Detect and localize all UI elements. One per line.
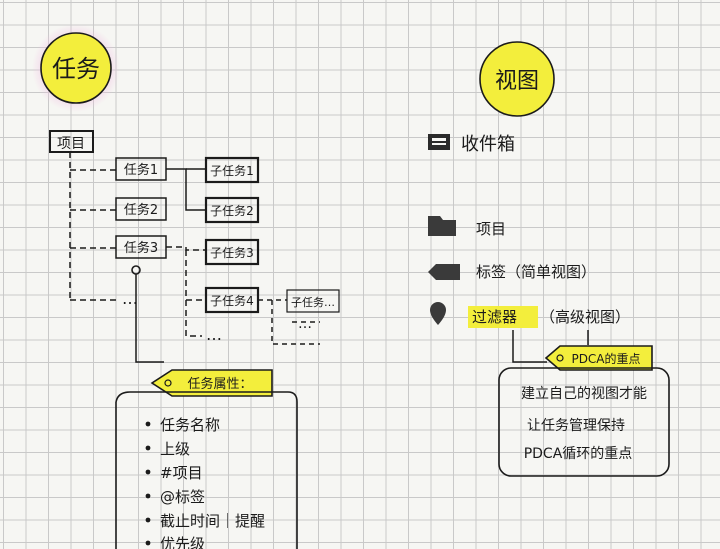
subtask-node-3: [204, 238, 260, 266]
subtask-node-2: [204, 196, 260, 224]
root-node-box: [49, 130, 94, 153]
view-project-label: 项目: [476, 220, 506, 238]
bullet: [145, 540, 151, 546]
bullet: [145, 469, 151, 475]
view-title-badge: [479, 41, 555, 117]
attribute-card-border: [115, 391, 298, 549]
view-filter-label: 过滤器: [472, 308, 517, 326]
pdca-note-line-2: 让任务管理保持: [527, 418, 625, 434]
task-node-2-label: 任务2: [124, 202, 158, 218]
task-section-title: 任务: [52, 55, 100, 83]
subtask-node-2-label: 子任务2: [210, 203, 254, 218]
bullet: [145, 421, 151, 427]
subsub-node: [286, 289, 340, 313]
pdca-tag-hole: [556, 354, 564, 362]
bullet: [145, 517, 151, 523]
pdca-note-line-1: 建立自己的视图才能: [521, 386, 647, 402]
task-node-3-label: 任务3: [124, 240, 158, 256]
attribute-item-5: 截止时间｜提醒: [160, 512, 265, 530]
subsub-more-dots-1: …: [298, 316, 312, 332]
pdca-tag-label: PDCA的重点: [571, 351, 640, 366]
title-badge: [40, 32, 112, 104]
task-section: 任务 项目 … 任务1 任务2 任务3 … 子任务1: [32, 24, 340, 549]
pdca-connector: [512, 330, 547, 363]
root-more-dots: …: [122, 289, 138, 308]
folder-icon: [428, 216, 456, 236]
attribute-item-1: 任务名称: [160, 416, 220, 434]
view-section: 视图 收件箱 项目 标签（简单视图） 过滤器 （高级视图） PDCA的重点 建立…: [428, 41, 670, 477]
attribute-pin: [131, 265, 141, 275]
attribute-item-2: 上级: [160, 440, 190, 458]
subtask-node-4-label: 子任务4: [210, 293, 254, 308]
task-node-1-label: 任务1: [124, 162, 158, 178]
view-filter-suffix: （高级视图）: [540, 308, 630, 326]
attribute-tag-label: 任务属性：: [187, 376, 252, 392]
subtask-node-1: [204, 156, 260, 184]
attribute-item-4: @标签: [160, 488, 205, 506]
tag-icon: [428, 264, 460, 280]
pdca-note-card: [498, 367, 670, 477]
subsub-connectors: [258, 299, 320, 345]
task-connectors: [166, 168, 206, 337]
view-inbox-label: 收件箱: [461, 134, 515, 155]
attribute-list: 任务名称 上级 #项目 @标签 截止时间｜提醒 优先级: [145, 416, 265, 549]
inbox-icon: [428, 134, 450, 150]
attribute-tag-hole: [164, 379, 172, 387]
view-tag-label: 标签（简单视图）: [476, 263, 596, 281]
subsub-node-label: 子任务…: [291, 296, 335, 309]
subtask-more-dots: …: [206, 325, 222, 344]
view-section-title: 视图: [495, 69, 539, 94]
filter-highlight: [468, 306, 538, 328]
task-node-2: [115, 197, 167, 221]
filter-icon: [430, 302, 446, 325]
pdca-note-line-3: PDCA循环的重点: [524, 446, 633, 462]
bullet: [145, 493, 151, 499]
attribute-item-3: #项目: [160, 464, 203, 482]
root-node-label: 项目: [57, 136, 85, 152]
bullet: [145, 445, 151, 451]
attribute-tag-shape: [150, 369, 273, 397]
attribute-item-6: 优先级: [160, 535, 205, 549]
subtask-node-1-label: 子任务1: [210, 163, 254, 178]
attribute-pin-line: [135, 274, 164, 363]
root-tree-lines: [69, 152, 116, 301]
subtask-node-3-label: 子任务3: [210, 245, 254, 260]
